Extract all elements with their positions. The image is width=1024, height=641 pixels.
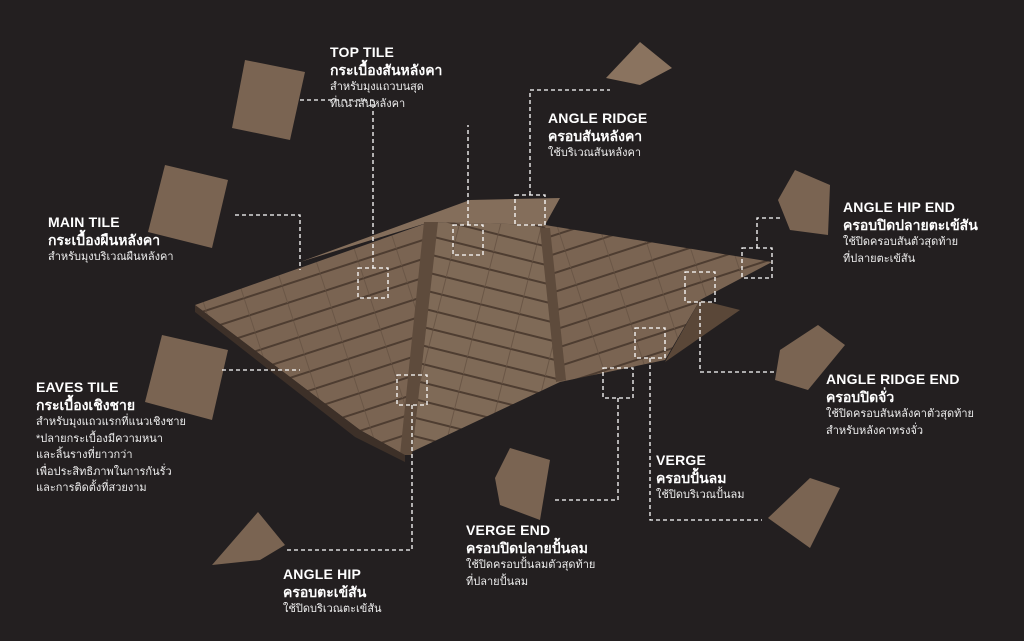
angle-hip-title: ANGLE HIP (283, 566, 362, 582)
main-tile-desc: สำหรับมุงบริเวณผืนหลังคา (48, 251, 174, 263)
angle-hip-end-desc: ที่ปลายตะเข้สัน (843, 252, 916, 265)
angle-hip-desc: ใช้ปิดบริเวณตะเข้สัน (283, 603, 382, 615)
roof-top-face (300, 198, 560, 262)
label-angle-hip-end: ANGLE HIP END ครอบปิดปลายตะเข้สัน ใช้ปิด… (843, 199, 978, 267)
angle-hip-thai: ครอบตะเข้สัน (283, 583, 367, 600)
label-angle-ridge: ANGLE RIDGE ครอบสันหลังคา ใช้บริเวณสันหล… (548, 110, 647, 162)
angle-hip-end-title: ANGLE HIP END (843, 199, 956, 215)
main-tile-piece (148, 165, 228, 248)
angle-ridge-end-desc: สำหรับหลังคาทรงจั่ว (826, 424, 924, 437)
verge-thai: ครอบปั้นลม (656, 469, 727, 486)
tile-pieces (145, 42, 845, 565)
eaves-tile-desc: เพื่อประสิทธิภาพในการกันรั่ว (36, 465, 172, 478)
hip-ridge (400, 222, 438, 455)
angle-ridge-end-desc: ใช้ปิดครอบสันหลังคาตัวสุดท้าย (826, 408, 975, 420)
verge-end-thai: ครอบปิดปลายปั้นลม (466, 539, 588, 556)
angle-ridge-desc: ใช้บริเวณสันหลังคา (548, 147, 642, 159)
label-main-tile: MAIN TILE กระเบื้องผืนหลังคา สำหรับมุงบร… (48, 214, 174, 266)
connector-lines (222, 89, 780, 551)
roof-right-face (545, 225, 772, 382)
eaves-tile-desc: *ปลายกระเบื้องมีความหนา (36, 432, 163, 445)
eaves-tile-title: EAVES TILE (36, 379, 119, 395)
verge-piece (768, 478, 840, 548)
roof-front-face (405, 222, 560, 455)
valley-ridge (540, 228, 566, 382)
top-tile-title: TOP TILE (330, 44, 395, 60)
angle-ridge-end-piece (775, 325, 845, 390)
label-verge: VERGE ครอบปั้นลม ใช้ปิดบริเวณปั้นลม (656, 452, 745, 504)
verge-end-piece (495, 448, 550, 520)
top-tile-desc: ที่แนวสันหลังคา (330, 97, 406, 110)
roof-left-face (195, 222, 430, 455)
eaves-tile-desc: สำหรับมุงแถวแรกที่แนวเชิงชาย (36, 416, 186, 428)
angle-ridge-piece (606, 42, 672, 85)
angle-ridge-end-title: ANGLE RIDGE END (826, 371, 960, 387)
roof (195, 198, 772, 462)
angle-ridge-thai: ครอบสันหลังคา (548, 127, 643, 144)
eaves-tile-piece (145, 335, 228, 420)
label-verge-end: VERGE END ครอบปิดปลายปั้นลม ใช้ปิดครอบปั… (466, 522, 595, 590)
top-tile-piece (232, 60, 305, 140)
eaves-tile-thai: กระเบื้องเชิงชาย (36, 396, 136, 413)
angle-hip-end-desc: ใช้ปิดครอบสันตัวสุดท้าย (843, 236, 959, 248)
eaves-tile-desc: และลิ้นรางที่ยาวกว่า (36, 449, 133, 461)
roof-edge (195, 305, 405, 462)
eaves-tile-desc: และการติดตั้งที่สวยงาม (36, 482, 147, 494)
main-tile-thai: กระเบื้องผืนหลังคา (48, 231, 161, 248)
angle-ridge-title: ANGLE RIDGE (548, 110, 648, 126)
angle-hip-end-piece (778, 170, 830, 235)
label-angle-ridge-end: ANGLE RIDGE END ครอบปิดจั่ว ใช้ปิดครอบสั… (826, 371, 974, 439)
label-angle-hip: ANGLE HIP ครอบตะเข้สัน ใช้ปิดบริเวณตะเข้… (283, 566, 382, 618)
verge-end-desc: ที่ปลายปั้นลม (466, 575, 529, 588)
top-tile-desc: สำหรับมุงแถวบนสุด (330, 81, 424, 93)
angle-hip-piece (212, 512, 285, 565)
top-tile-thai: กระเบื้องสันหลังคา (330, 61, 443, 78)
label-eaves-tile: EAVES TILE กระเบื้องเชิงชาย สำหรับมุงแถว… (36, 379, 186, 497)
gable (665, 300, 740, 362)
angle-hip-end-thai: ครอบปิดปลายตะเข้สัน (843, 216, 978, 233)
verge-end-title: VERGE END (466, 522, 551, 538)
angle-ridge-end-thai: ครอบปิดจั่ว (826, 388, 895, 405)
main-tile-title: MAIN TILE (48, 214, 120, 230)
label-top-tile: TOP TILE กระเบื้องสันหลังคา สำหรับมุงแถว… (330, 44, 442, 112)
verge-desc: ใช้ปิดบริเวณปั้นลม (656, 489, 745, 501)
verge-title: VERGE (656, 452, 707, 468)
verge-end-desc: ใช้ปิดครอบปั้นลมตัวสุดท้าย (466, 559, 596, 571)
